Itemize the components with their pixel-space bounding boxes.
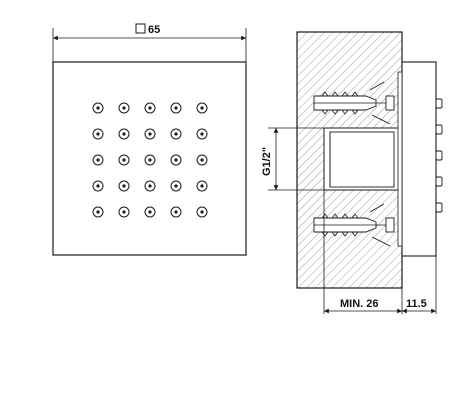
nozzle-center bbox=[122, 132, 126, 136]
nozzle-center bbox=[148, 210, 152, 214]
connection-body bbox=[329, 131, 395, 188]
width-dimension: 65 bbox=[52, 23, 247, 62]
projection-label: 11.5 bbox=[406, 298, 427, 310]
side-view: G1/2" MIN. 26 11.5 bbox=[261, 31, 443, 314]
nozzle-center bbox=[148, 132, 152, 136]
nozzle-grid bbox=[92, 102, 208, 218]
front-view: 65 bbox=[52, 23, 247, 256]
nozzle-center bbox=[200, 184, 204, 188]
nozzle-center bbox=[174, 210, 178, 214]
nozzle-center bbox=[174, 184, 178, 188]
nozzle-center bbox=[174, 132, 178, 136]
nozzle-center bbox=[200, 106, 204, 110]
width-label: 65 bbox=[148, 24, 160, 36]
nozzle-center bbox=[148, 158, 152, 162]
thread-dimension: G1/2" bbox=[261, 127, 324, 191]
shower-plate-front bbox=[52, 61, 247, 256]
nozzle-center bbox=[122, 184, 126, 188]
nozzle-center bbox=[122, 106, 126, 110]
min-depth-label: MIN. 26 bbox=[340, 298, 379, 310]
side-nozzle bbox=[435, 176, 443, 187]
nozzle-center bbox=[96, 184, 100, 188]
side-nozzle bbox=[435, 150, 443, 161]
side-nozzle bbox=[435, 124, 443, 135]
nozzle-center bbox=[174, 158, 178, 162]
depth-dimensions: MIN. 26 11.5 bbox=[323, 190, 437, 314]
nozzle-center bbox=[96, 106, 100, 110]
nozzle-center bbox=[174, 106, 178, 110]
side-nozzle bbox=[435, 98, 443, 109]
nozzle-center bbox=[96, 210, 100, 214]
nozzle-center bbox=[96, 132, 100, 136]
thread-label: G1/2" bbox=[261, 147, 273, 176]
nozzle-center bbox=[96, 158, 100, 162]
square-symbol-icon bbox=[135, 23, 146, 34]
shower-head-profile bbox=[401, 61, 437, 257]
nozzle-center bbox=[148, 106, 152, 110]
nozzle-center bbox=[200, 158, 204, 162]
side-nozzle bbox=[435, 202, 443, 213]
nozzle-center bbox=[148, 184, 152, 188]
wall-plug-bottom bbox=[313, 203, 395, 247]
nozzle-center bbox=[122, 158, 126, 162]
nozzle-center bbox=[122, 210, 126, 214]
side-nozzles bbox=[435, 98, 443, 213]
wall-plug-top bbox=[313, 81, 395, 125]
nozzle-center bbox=[200, 210, 204, 214]
nozzle-center bbox=[200, 132, 204, 136]
